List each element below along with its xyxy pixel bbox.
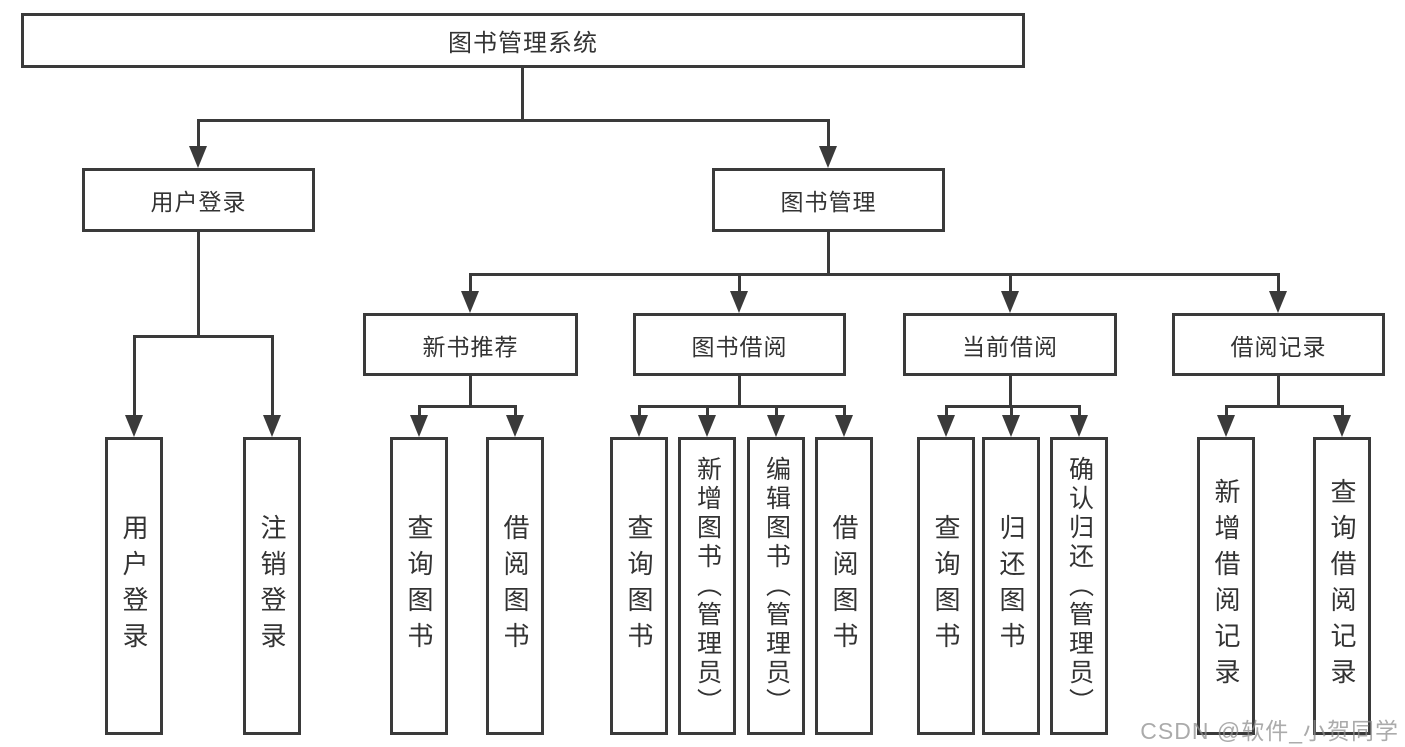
- connector-hline: [1225, 405, 1344, 408]
- connector-vline: [1010, 405, 1013, 419]
- node-current-borrowing: 当前借阅: [903, 313, 1117, 376]
- connector-vline: [1341, 405, 1344, 419]
- connector-vline: [1009, 273, 1012, 293]
- connector-vline: [827, 119, 830, 149]
- connector-hline: [418, 405, 517, 408]
- connector-vline: [469, 376, 472, 408]
- connector-vline: [271, 335, 274, 419]
- arrow-down-icon: [1269, 291, 1287, 313]
- leaf-borrow-books: 借阅图书: [815, 437, 873, 735]
- leaf-label: 新增图书（管理员）: [693, 455, 722, 717]
- connector-vline: [469, 273, 472, 293]
- arrow-down-icon: [698, 415, 716, 437]
- leaf-label: 查询图书: [404, 514, 434, 658]
- connector-vline: [775, 405, 778, 419]
- csdn-watermark: CSDN @软件_小贺同学: [1140, 718, 1399, 744]
- connector-vline: [1225, 405, 1228, 419]
- leaf-label: 借阅图书: [500, 514, 530, 658]
- node-book-management: 图书管理: [712, 168, 945, 232]
- connector-vline: [1277, 376, 1280, 408]
- connector-hline: [638, 405, 846, 408]
- connector-vline: [133, 335, 136, 419]
- leaf-confirm-return-admin: 确认归还（管理员）: [1050, 437, 1108, 735]
- arrow-down-icon: [125, 415, 143, 437]
- leaf-edit-books-admin: 编辑图书（管理员）: [747, 437, 805, 735]
- connector-vline: [738, 273, 741, 293]
- connector-hline: [469, 273, 1280, 276]
- leaf-user-login: 用户登录: [105, 437, 163, 735]
- leaf-label: 查询图书: [624, 514, 654, 658]
- arrow-down-icon: [189, 146, 207, 168]
- node-book-borrowing: 图书借阅: [633, 313, 846, 376]
- connector-hline: [945, 405, 1081, 408]
- leaf-label: 用户登录: [119, 514, 149, 658]
- arrow-down-icon: [730, 291, 748, 313]
- arrow-down-icon: [1333, 415, 1351, 437]
- arrow-down-icon: [1217, 415, 1235, 437]
- arrow-down-icon: [1070, 415, 1088, 437]
- arrow-down-icon: [263, 415, 281, 437]
- connector-vline: [1078, 405, 1081, 419]
- leaf-label: 查询图书: [931, 514, 961, 658]
- arrow-down-icon: [767, 415, 785, 437]
- connector-vline: [638, 405, 641, 419]
- connector-vline: [706, 405, 709, 419]
- connector-hline: [133, 335, 273, 338]
- connector-hline: [197, 119, 829, 122]
- node-borrowing-records: 借阅记录: [1172, 313, 1385, 376]
- leaf-query-books-recommend: 查询图书: [390, 437, 448, 735]
- arrow-down-icon: [937, 415, 955, 437]
- leaf-query-books-current: 查询图书: [917, 437, 975, 735]
- connector-vline: [514, 405, 517, 419]
- arrow-down-icon: [410, 415, 428, 437]
- arrow-down-icon: [630, 415, 648, 437]
- node-user-login: 用户登录: [82, 168, 315, 232]
- connector-vline: [1277, 273, 1280, 293]
- leaf-label: 归还图书: [996, 514, 1026, 658]
- connector-vline: [1009, 376, 1012, 408]
- connector-vline: [521, 68, 524, 122]
- arrow-down-icon: [1001, 291, 1019, 313]
- leaf-query-borrow-record: 查询借阅记录: [1313, 437, 1371, 735]
- leaf-borrow-books-recommend: 借阅图书: [486, 437, 544, 735]
- connector-vline: [197, 119, 200, 149]
- leaf-label: 编辑图书（管理员）: [762, 455, 791, 717]
- leaf-label: 确认归还（管理员）: [1065, 455, 1094, 717]
- arrow-down-icon: [506, 415, 524, 437]
- leaf-label: 新增借阅记录: [1211, 478, 1241, 694]
- connector-vline: [197, 232, 200, 338]
- connector-vline: [418, 405, 421, 419]
- leaf-add-books-admin: 新增图书（管理员）: [678, 437, 736, 735]
- arrow-down-icon: [1002, 415, 1020, 437]
- connector-vline: [827, 232, 830, 276]
- leaf-label: 借阅图书: [829, 514, 859, 658]
- leaf-return-books: 归还图书: [982, 437, 1040, 735]
- node-new-book-recommendation: 新书推荐: [363, 313, 578, 376]
- leaf-label: 注销登录: [257, 514, 287, 658]
- leaf-add-borrow-record: 新增借阅记录: [1197, 437, 1255, 735]
- node-root-library-system: 图书管理系统: [21, 13, 1025, 68]
- connector-vline: [945, 405, 948, 419]
- connector-vline: [738, 376, 741, 408]
- leaf-query-books-borrowing: 查询图书: [610, 437, 668, 735]
- leaf-label: 查询借阅记录: [1327, 478, 1357, 694]
- leaf-logout: 注销登录: [243, 437, 301, 735]
- arrow-down-icon: [461, 291, 479, 313]
- arrow-down-icon: [835, 415, 853, 437]
- connector-vline: [843, 405, 846, 419]
- arrow-down-icon: [819, 146, 837, 168]
